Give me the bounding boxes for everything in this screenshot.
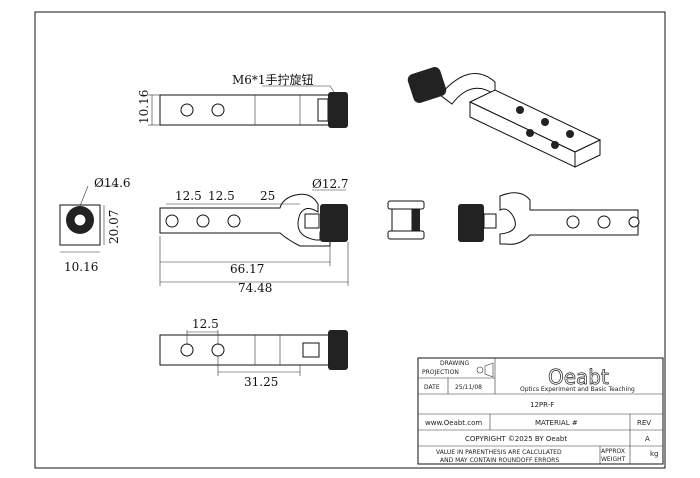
bottom-view — [159, 330, 348, 376]
drawing-label: DRAWING — [440, 360, 470, 367]
dim-pitch-bottom: 12.5 — [192, 317, 219, 331]
dim-dia-clamp: Ø12.7 — [312, 177, 349, 191]
material-label: MATERIAL # — [535, 419, 578, 427]
approx-label: APPROX — [601, 448, 625, 455]
top-view — [148, 85, 348, 128]
weight-unit: kg — [650, 450, 659, 458]
dim-dia-knob: Ø14.6 — [94, 176, 131, 190]
front-knob — [320, 204, 348, 242]
dim-pitch-1: 12.5 — [175, 189, 202, 203]
dim-25: 25 — [260, 189, 275, 203]
clamp-end-view — [387, 200, 425, 240]
dim-74: 74.48 — [238, 281, 272, 295]
dim-height-top: 10.16 — [137, 90, 151, 124]
copyright: COPYRIGHT ©2025 BY Oeabt — [465, 435, 567, 443]
end-view — [59, 185, 118, 253]
sheet-border — [34, 11, 666, 469]
front-view — [159, 189, 349, 286]
logo-tagline: Optics Experiment and Basic Teaching — [520, 386, 635, 393]
knurled-knob — [328, 92, 348, 128]
date-value: 25/11/08 — [455, 384, 482, 391]
bottom-knob — [328, 330, 348, 370]
dim-height-side: 20.07 — [107, 210, 121, 244]
dim-width-side: 10.16 — [64, 260, 98, 274]
rev-value: A — [645, 435, 650, 443]
note-line-1: VALUE IN PARENTHESIS ARE CALCULATED — [436, 449, 562, 456]
dim-66: 66.17 — [230, 262, 264, 276]
website: www.Oeabt.com — [425, 419, 482, 427]
weight-label: WEIGHT — [601, 456, 626, 463]
rear-view — [458, 192, 640, 245]
iso-knob — [407, 67, 447, 103]
date-label: DATE — [424, 384, 440, 391]
part-number: 12PR-F — [530, 401, 554, 409]
logo-text: Oeabt — [548, 365, 609, 389]
projection-label: PROJECTION — [422, 369, 459, 376]
dim-31: 31.25 — [244, 375, 278, 389]
title-block — [417, 357, 664, 465]
rear-knob — [458, 204, 484, 242]
dim-pitch-2: 12.5 — [208, 189, 235, 203]
rev-label: REV — [637, 419, 651, 427]
knob-note-label: M6*1手拧旋钮 — [232, 72, 314, 87]
iso-view — [407, 67, 602, 168]
note-line-2: AND MAY CONTAIN ROUNDOFF ERRORS — [440, 457, 559, 464]
